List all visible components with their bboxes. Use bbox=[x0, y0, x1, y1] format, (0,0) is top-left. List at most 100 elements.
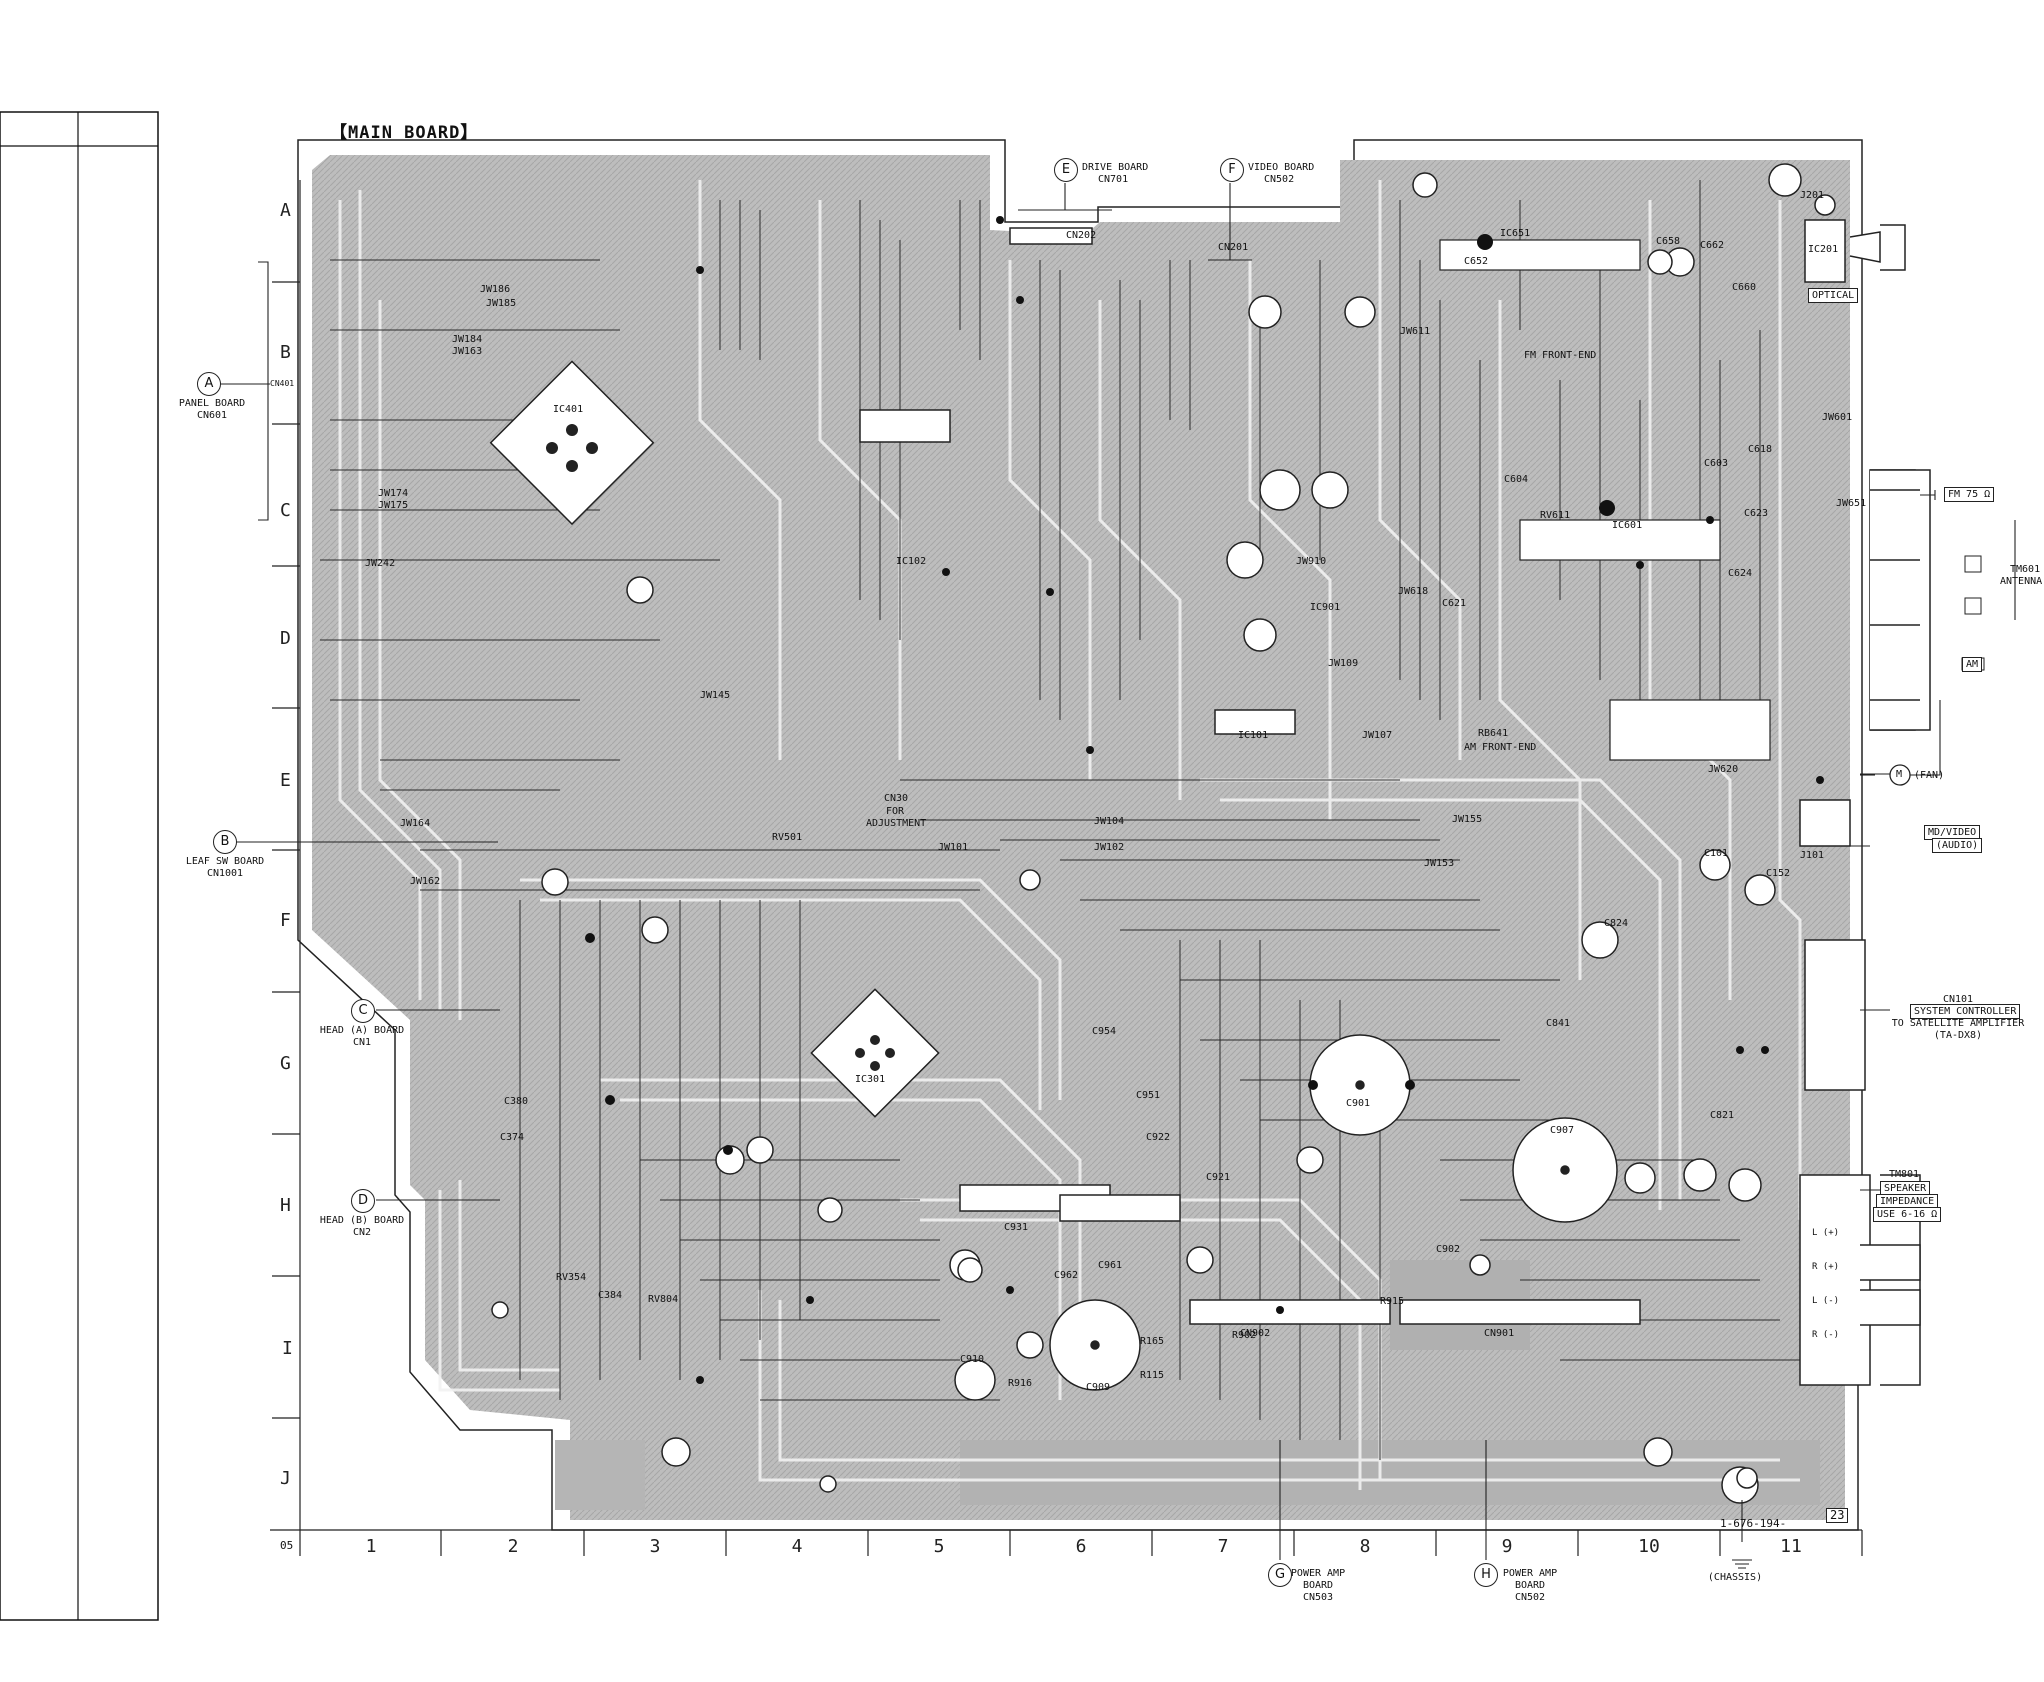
c961-label: C961 bbox=[1098, 1260, 1123, 1271]
connector-h-ref: CN502 bbox=[1514, 1592, 1546, 1603]
jw185-label: JW185 bbox=[486, 298, 517, 309]
speaker-terminal-r-plus: R (+) bbox=[1812, 1262, 1840, 1272]
legend-table bbox=[0, 111, 159, 1621]
col-number-9: 9 bbox=[1501, 1536, 1513, 1557]
cn902-label: CN902 bbox=[1240, 1328, 1271, 1339]
cn101-ref: CN101 bbox=[1942, 994, 1974, 1005]
speaker-terminal-r-minus: R (-) bbox=[1812, 1330, 1840, 1340]
speaker-terminal-l-plus: L (+) bbox=[1812, 1228, 1840, 1238]
cn202-label: CN202 bbox=[1066, 230, 1097, 241]
leader-lines bbox=[215, 183, 2016, 1560]
cn30-label: CN30 bbox=[884, 793, 909, 804]
cn401-label: CN401 bbox=[270, 379, 295, 388]
fan-label: (FAN) bbox=[1914, 770, 1945, 781]
col-number-7: 7 bbox=[1217, 1536, 1229, 1557]
connector-a-ref: CN601 bbox=[196, 410, 228, 421]
c821-label: C821 bbox=[1710, 1110, 1735, 1121]
ic101-label: IC101 bbox=[1238, 730, 1269, 741]
c910-label: C910 bbox=[960, 1354, 985, 1365]
col-number-1: 1 bbox=[365, 1536, 377, 1557]
connector-e-label: DRIVE BOARD bbox=[1082, 162, 1149, 173]
jw184-label: JW184 bbox=[452, 334, 483, 345]
chassis-label: (CHASSIS) bbox=[1707, 1572, 1763, 1583]
jw107-label: JW107 bbox=[1362, 730, 1393, 741]
c660-label: C660 bbox=[1732, 282, 1757, 293]
jw162-label: JW162 bbox=[410, 876, 441, 887]
c901-label: C901 bbox=[1346, 1098, 1371, 1109]
rv611-label: RV611 bbox=[1540, 510, 1571, 521]
c909-label: C909 bbox=[1086, 1382, 1111, 1393]
board-title: 【MAIN BOARD】 bbox=[330, 123, 479, 143]
connector-c-label: HEAD (A) BOARD bbox=[319, 1025, 405, 1036]
optical-label: OPTICAL bbox=[1808, 288, 1859, 303]
connector-b-marker: B bbox=[213, 830, 237, 854]
c603-label: C603 bbox=[1704, 458, 1729, 469]
capacitors bbox=[541, 163, 1802, 1504]
jw163-label: JW163 bbox=[452, 346, 483, 357]
c962-label: C962 bbox=[1054, 1270, 1079, 1281]
jw611-label: JW611 bbox=[1400, 326, 1431, 337]
connector-c-marker: C bbox=[351, 999, 375, 1023]
c624-label: C624 bbox=[1728, 568, 1753, 579]
jw651-label: JW651 bbox=[1836, 498, 1867, 509]
md-video-audio-label: (AUDIO) bbox=[1932, 838, 1983, 853]
c621-label: C621 bbox=[1442, 598, 1467, 609]
c902-label: C902 bbox=[1436, 1244, 1461, 1255]
col-number-2: 2 bbox=[507, 1536, 519, 1557]
jw102-label: JW102 bbox=[1094, 842, 1125, 853]
c921-label: C921 bbox=[1206, 1172, 1231, 1183]
j201-label: J201 bbox=[1800, 190, 1825, 201]
for-label: FOR bbox=[886, 806, 905, 817]
c152-label: C152 bbox=[1766, 868, 1791, 879]
row-letter-h: H bbox=[280, 1195, 291, 1216]
connector-h-label-1: POWER AMP bbox=[1502, 1568, 1558, 1579]
j101-label: J101 bbox=[1800, 850, 1825, 861]
fan-motor-letter: M bbox=[1896, 769, 1903, 780]
r916-label: R916 bbox=[1008, 1378, 1033, 1389]
connector-e-ref: CN701 bbox=[1098, 174, 1129, 185]
c662-label: C662 bbox=[1700, 240, 1725, 251]
ic401-label: IC401 bbox=[553, 404, 584, 415]
tm801-ref: TM801 bbox=[1888, 1169, 1920, 1180]
system-controller-label: SYSTEM CONTROLLER bbox=[1910, 1004, 2021, 1019]
connector-g-marker: G bbox=[1268, 1563, 1292, 1587]
page-number: 23 bbox=[1826, 1508, 1849, 1523]
jw175-label: JW175 bbox=[378, 500, 409, 511]
row-letter-j: J bbox=[280, 1468, 291, 1489]
row-letter-b: B bbox=[280, 342, 291, 363]
jw109-label: JW109 bbox=[1328, 658, 1359, 669]
part-number: 1-676-194- bbox=[1720, 1517, 1787, 1530]
connector-d-label: HEAD (B) BOARD bbox=[319, 1215, 405, 1226]
row-letter-d: D bbox=[280, 628, 291, 649]
cn201-label: CN201 bbox=[1218, 242, 1249, 253]
antenna-label: ANTENNA bbox=[2000, 576, 2043, 587]
rv804-label: RV804 bbox=[648, 1294, 679, 1305]
row-letter-c: C bbox=[280, 500, 291, 521]
connector-f-label: VIDEO BOARD bbox=[1248, 162, 1315, 173]
connector-f-ref: CN502 bbox=[1264, 174, 1295, 185]
c384-label: C384 bbox=[598, 1290, 623, 1301]
c907-label: C907 bbox=[1550, 1125, 1575, 1136]
jw104-label: JW104 bbox=[1094, 816, 1125, 827]
row-letter-g: G bbox=[280, 1053, 291, 1074]
c604-label: C604 bbox=[1504, 474, 1529, 485]
connector-g-ref: CN503 bbox=[1302, 1592, 1334, 1603]
fm-front-end-label: FM FRONT-END bbox=[1524, 350, 1597, 361]
cn901-label: CN901 bbox=[1484, 1328, 1515, 1339]
jw620-label: JW620 bbox=[1708, 764, 1739, 775]
connector-a-marker: A bbox=[197, 372, 221, 396]
c374-label: C374 bbox=[500, 1132, 525, 1143]
connector-b-label: LEAF SW BOARD bbox=[185, 856, 265, 867]
c922-label: C922 bbox=[1146, 1132, 1171, 1143]
c954-label: C954 bbox=[1092, 1026, 1117, 1037]
ic201-label: IC201 bbox=[1808, 244, 1839, 255]
c658-label: C658 bbox=[1656, 236, 1681, 247]
row-letter-i: I bbox=[282, 1338, 293, 1359]
ic651-label: IC651 bbox=[1500, 228, 1531, 239]
connector-d-marker: D bbox=[351, 1189, 375, 1213]
fan-motor-symbol bbox=[1889, 764, 1911, 786]
mounting-holes bbox=[491, 172, 1836, 1493]
ic601-label: IC601 bbox=[1612, 520, 1643, 531]
solder-pads bbox=[585, 216, 1824, 1384]
col-number-3: 3 bbox=[649, 1536, 661, 1557]
